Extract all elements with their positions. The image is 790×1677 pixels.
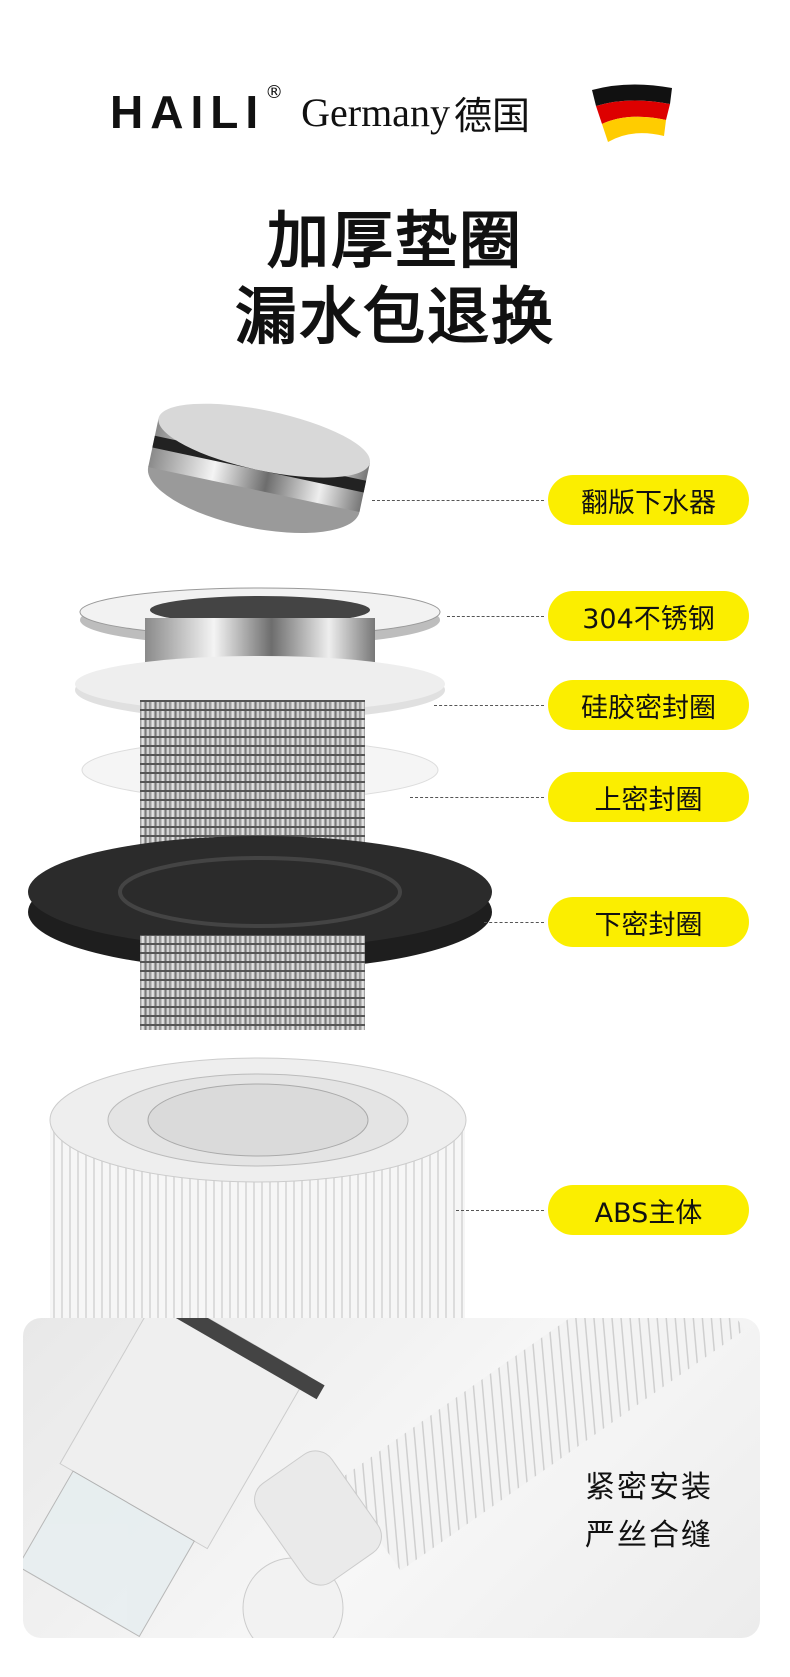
- leader-line: [372, 500, 544, 501]
- registered-mark: ®: [265, 81, 284, 103]
- drain-trap-illustration: [23, 1318, 745, 1638]
- panel-slogan-line1: 紧密安装: [585, 1470, 713, 1505]
- part-label-upper-seal: 上密封圈: [548, 772, 749, 822]
- leader-line: [484, 922, 544, 923]
- headline-line2: 漏水包退换: [234, 280, 555, 353]
- part-label-abs-body: ABS主体: [548, 1185, 749, 1235]
- part-label-popup: 翻版下水器: [548, 475, 749, 525]
- popup-cap: [147, 403, 371, 533]
- panel-slogan-line2: 严丝合缝: [585, 1518, 713, 1553]
- part-label-steel: 304不锈钢: [548, 591, 749, 641]
- brand-name: HAILI: [110, 86, 266, 138]
- leader-line: [434, 705, 544, 706]
- installation-photo-panel: [23, 1318, 760, 1638]
- country-cn-text: 德国: [453, 93, 530, 138]
- leader-line: [410, 797, 544, 798]
- leader-line: [456, 1210, 544, 1211]
- part-label-silicone-seal: 硅胶密封圈: [548, 680, 749, 730]
- brand-logo: HAILI ® Germany 德国: [110, 81, 530, 140]
- leader-line: [447, 616, 544, 617]
- country-text: Germany: [301, 89, 450, 135]
- headline-line1: 加厚垫圈: [266, 204, 523, 277]
- part-label-lower-seal: 下密封圈: [548, 897, 749, 947]
- germany-flag-icon: [592, 84, 672, 142]
